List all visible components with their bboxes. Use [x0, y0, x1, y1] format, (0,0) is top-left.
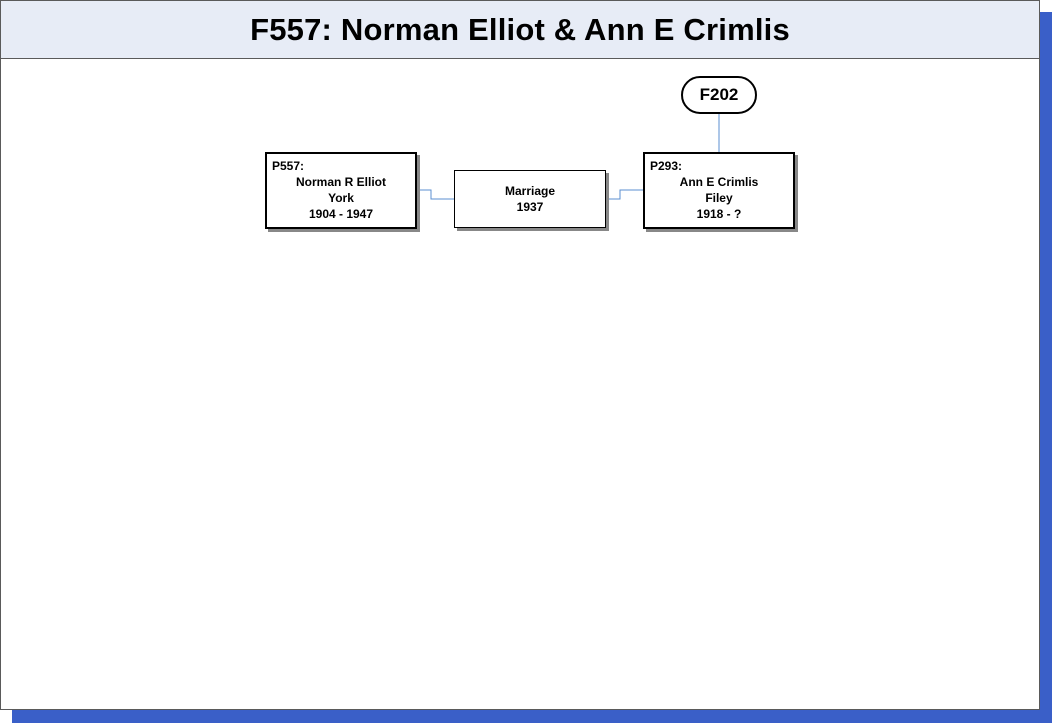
husband-dates: 1904 - 1947: [308, 207, 374, 221]
husband-marriage-connector: [416, 189, 454, 200]
husband-place: York: [328, 191, 354, 205]
page-title: F557: Norman Elliot & Ann E Crimlis: [250, 11, 790, 47]
husband-name: Norman R Elliot: [295, 175, 386, 189]
husband-box[interactable]: P557: Norman R Elliot York 1904 - 1947: [265, 152, 417, 229]
marriage-label: Marriage: [504, 184, 556, 198]
marriage-wife-connector: [606, 189, 643, 200]
wife-box[interactable]: P293: Ann E Crimlis Filey 1918 - ?: [643, 152, 795, 229]
husband-id: P557:: [272, 159, 305, 173]
wife-place: Filey: [705, 191, 733, 205]
chart-page: F557: Norman Elliot & Ann E Crimlis: [0, 0, 1040, 710]
marriage-year: 1937: [516, 200, 544, 214]
wife-name: Ann E Crimlis: [679, 175, 759, 189]
parent-family-label: F202: [699, 85, 739, 104]
wife-id: P293:: [650, 159, 683, 173]
parent-family-node[interactable]: F202: [681, 76, 757, 114]
title-bar: F557: Norman Elliot & Ann E Crimlis: [1, 1, 1039, 59]
marriage-box[interactable]: Marriage 1937: [454, 170, 606, 228]
wife-dates: 1918 - ?: [696, 207, 742, 221]
